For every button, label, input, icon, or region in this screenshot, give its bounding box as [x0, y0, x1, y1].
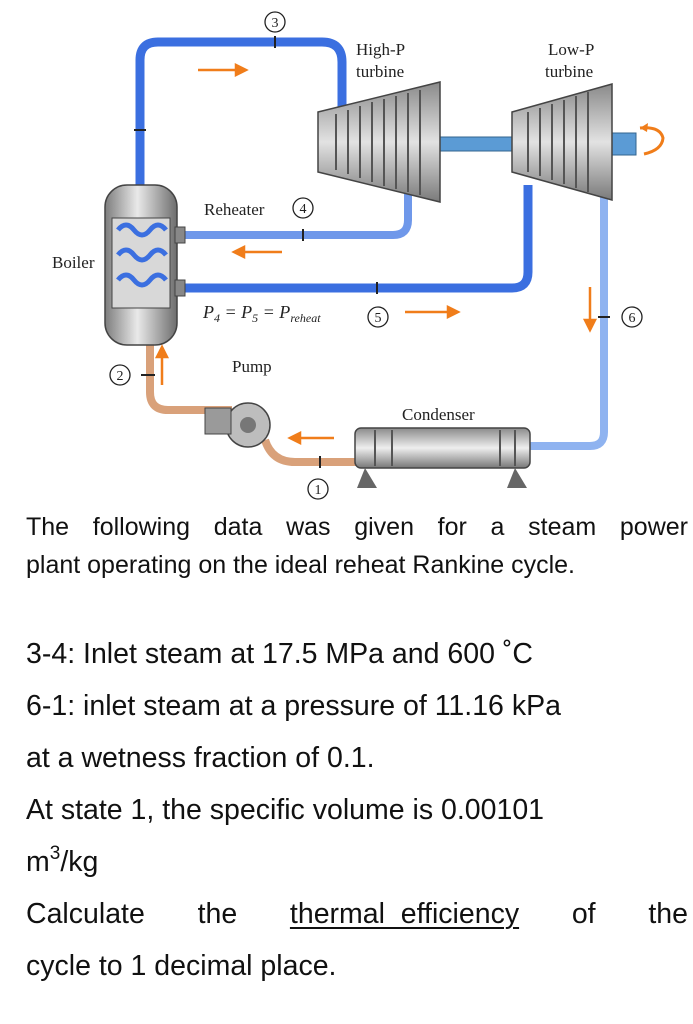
decimal-place-line: cycle to 1 decimal place. [26, 950, 337, 982]
state-1-label: 1 [315, 483, 322, 498]
pressure-equation: P4 = P5 = Preheat [202, 302, 321, 325]
pipe-turbine-exhaust [528, 185, 608, 450]
reheater-label: Reheater [204, 200, 265, 219]
state-3-4-line: 3-4: Inlet steam at 17.5 MPa and 600 ˚C [26, 638, 533, 670]
state-6-label: 6 [629, 311, 636, 326]
state-2-label: 2 [117, 369, 124, 384]
intro-line-2: plant operating on the ideal reheat Rank… [26, 551, 575, 579]
state-1-volume-line: At state 1, the specific volume is 0.001… [26, 794, 545, 826]
low-p-turbine [511, 83, 613, 201]
thermal-efficiency-emphasis: thermal efficiency [289, 898, 520, 930]
state-1-marker: 1 [307, 478, 329, 500]
pipe-reheat-in [180, 175, 412, 239]
pump-label: Pump [232, 357, 272, 376]
state-6-1-line-b: at a wetness fraction of 0.1. [26, 742, 375, 774]
condenser [354, 427, 531, 488]
rotation-arrow-icon [639, 126, 665, 156]
pipe-main-steam [135, 37, 347, 205]
high-p-label-line2: turbine [356, 62, 404, 81]
state-4-label: 4 [300, 202, 307, 217]
condenser-label: Condenser [402, 405, 475, 424]
calculate-line: Calculate the thermal efficiency of the [26, 888, 688, 940]
high-p-turbine [317, 81, 441, 203]
low-p-label-line2: turbine [545, 62, 593, 81]
state-4-marker: 4 [292, 197, 314, 219]
pipe-reheat-out [180, 185, 533, 293]
state-3-marker: 3 [264, 11, 286, 33]
high-p-label-line1: High-P [356, 40, 405, 59]
low-p-label-line1: Low-P [548, 40, 594, 59]
intro-line-1: The following data was given for a steam… [26, 513, 688, 541]
state-6-1-line-a: 6-1: inlet steam at a pressure of 11.16 … [26, 690, 561, 722]
state-ticks [134, 36, 610, 468]
state-5-marker: 5 [367, 306, 389, 328]
state-3-label: 3 [272, 16, 279, 31]
state-5-label: 5 [375, 311, 382, 326]
volume-unit-line: m3/kg [26, 843, 99, 878]
reheat-rankine-diagram: 3 4 5 6 2 1 High-P turbine Low-P turbine… [52, 11, 665, 500]
state-6-marker: 6 [621, 306, 643, 328]
boiler [104, 184, 186, 346]
state-2-marker: 2 [109, 364, 131, 386]
pump [204, 402, 271, 448]
pipe-feedwater [146, 345, 360, 466]
boiler-label: Boiler [52, 253, 95, 272]
flow-arrows [154, 62, 598, 446]
problem-text: The following data was given for a steam… [26, 508, 688, 992]
